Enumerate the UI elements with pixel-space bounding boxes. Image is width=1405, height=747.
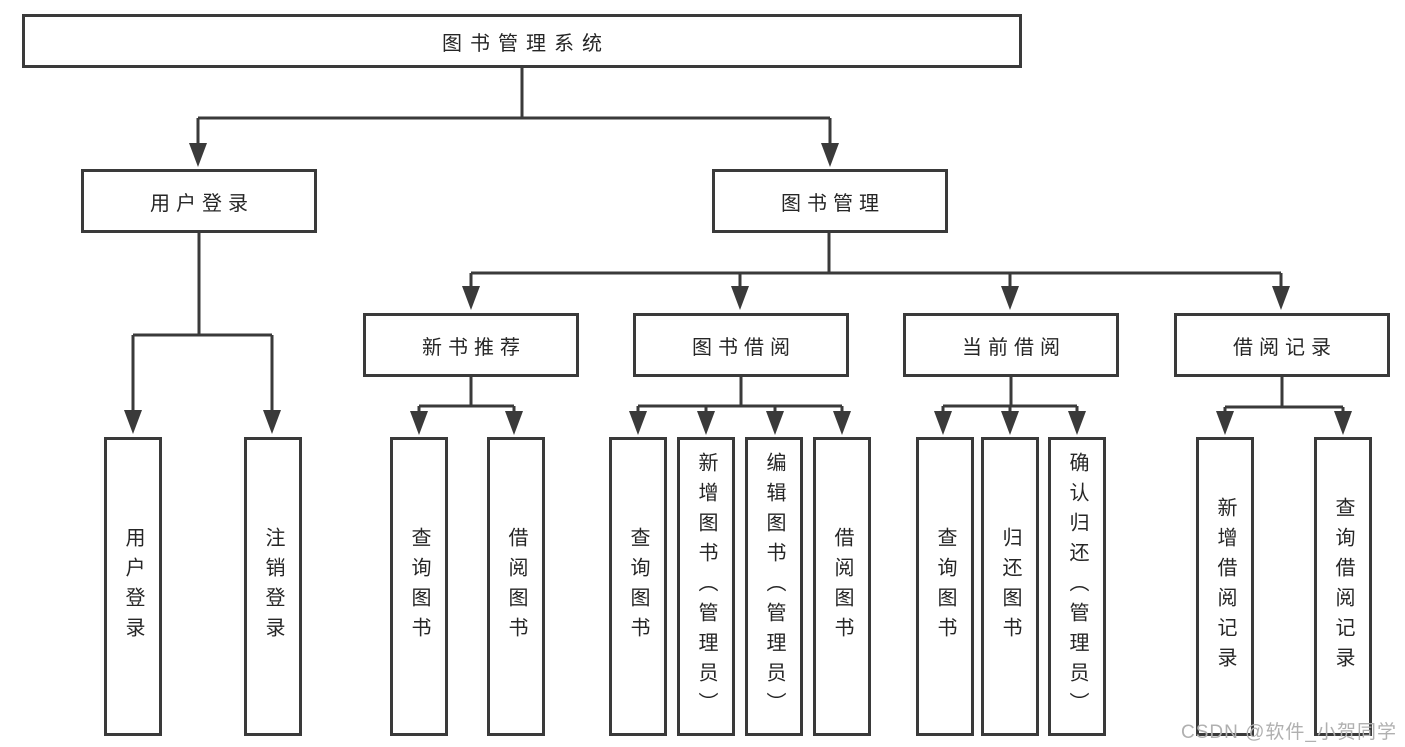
arrow-down-icon	[1334, 411, 1352, 435]
node-query-borrow-record: 查询借阅记录	[1314, 437, 1372, 736]
node-user-login: 用户登录	[81, 169, 317, 233]
node-add-borrow-record: 新增借阅记录	[1196, 437, 1254, 736]
node-edit-book-admin: 编辑图书（管理员）	[745, 437, 803, 736]
node-borrowing-records: 借阅记录	[1174, 313, 1390, 377]
arrow-down-icon	[697, 411, 715, 435]
node-query-books-current: 查询图书	[916, 437, 974, 736]
arrow-down-icon	[1216, 411, 1234, 435]
arrow-down-icon	[821, 143, 839, 167]
arrow-down-icon	[189, 143, 207, 167]
node-return-books: 归还图书	[981, 437, 1039, 736]
node-logout: 注销登录	[244, 437, 302, 736]
node-book-management-system: 图书管理系统	[22, 14, 1022, 68]
node-borrow-books-leaf: 借阅图书	[813, 437, 871, 736]
arrow-down-icon	[629, 411, 647, 435]
arrow-down-icon	[1272, 286, 1290, 310]
arrow-down-icon	[462, 286, 480, 310]
node-current-borrowing: 当前借阅	[903, 313, 1119, 377]
arrow-down-icon	[833, 411, 851, 435]
node-query-books-borrowing: 查询图书	[609, 437, 667, 736]
node-add-book-admin: 新增图书（管理员）	[677, 437, 735, 736]
arrow-down-icon	[731, 286, 749, 310]
node-confirm-return-admin: 确认归还（管理员）	[1048, 437, 1106, 736]
arrow-down-icon	[410, 411, 428, 435]
arrow-down-icon	[263, 410, 281, 434]
arrow-down-icon	[505, 411, 523, 435]
arrow-down-icon	[934, 411, 952, 435]
node-new-book-recommend: 新书推荐	[363, 313, 579, 377]
arrow-down-icon	[124, 410, 142, 434]
node-user-login-leaf: 用户登录	[104, 437, 162, 736]
arrow-down-icon	[1001, 411, 1019, 435]
node-query-books-recommend: 查询图书	[390, 437, 448, 736]
node-book-management: 图书管理	[712, 169, 948, 233]
arrow-down-icon	[1001, 286, 1019, 310]
watermark: CSDN @软件_小贺同学	[1181, 722, 1397, 743]
arrow-down-icon	[1068, 411, 1086, 435]
arrow-down-icon	[766, 411, 784, 435]
node-borrow-books-recommend: 借阅图书	[487, 437, 545, 736]
node-book-borrowing: 图书借阅	[633, 313, 849, 377]
